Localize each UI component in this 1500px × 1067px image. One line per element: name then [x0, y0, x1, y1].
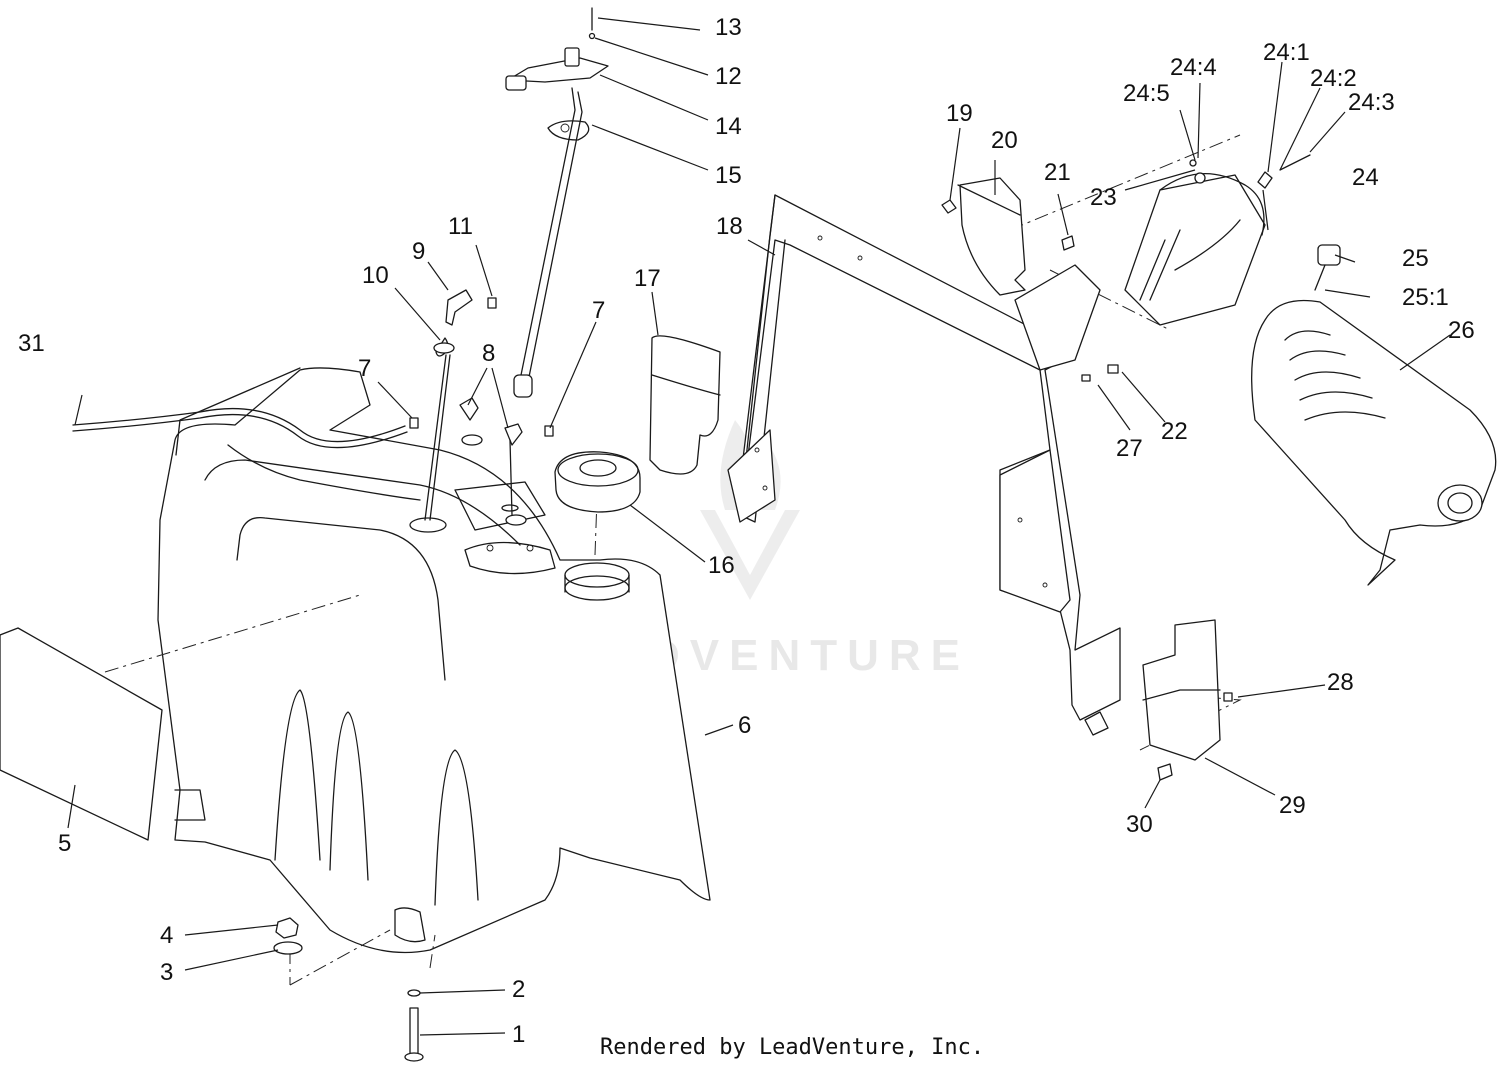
- decal: [0, 627, 163, 841]
- callout-24-2: 24:2: [1310, 65, 1357, 92]
- callout-18: 18: [716, 213, 743, 240]
- callout-24-1: 24:1: [1263, 39, 1310, 66]
- fittings: [409, 289, 554, 526]
- callout-31: 31: [18, 330, 45, 357]
- air-cleaner-mount: [1124, 159, 1266, 326]
- callout-21: 21: [1044, 159, 1071, 186]
- credit-text: Rendered by LeadVenture, Inc.: [600, 1035, 984, 1060]
- callout-22: 22: [1161, 418, 1188, 445]
- bracket: [959, 177, 1026, 296]
- callout-26: 26: [1448, 317, 1475, 344]
- fuel-tank: [157, 367, 711, 954]
- callout-2: 2: [512, 976, 525, 1003]
- callout-8: 8: [482, 340, 495, 367]
- callout-7b: 7: [592, 297, 605, 324]
- callout-13: 13: [715, 14, 742, 41]
- callout-20: 20: [991, 127, 1018, 154]
- callout-24: 24: [1352, 164, 1379, 191]
- callout-11: 11: [448, 213, 473, 240]
- callouts: 1 2 3 4 5 6 7 7 8 9 10 11 12 13 14 15 16…: [18, 14, 1475, 1048]
- callout-17: 17: [634, 265, 661, 292]
- callout-30: 30: [1126, 811, 1153, 838]
- callout-16: 16: [708, 552, 735, 579]
- callout-9: 9: [412, 238, 425, 265]
- callout-3: 3: [160, 959, 173, 986]
- callout-28: 28: [1327, 669, 1354, 696]
- callout-19: 19: [946, 100, 973, 127]
- callout-5: 5: [58, 830, 71, 857]
- callout-14: 14: [715, 113, 742, 140]
- callout-23: 23: [1090, 184, 1117, 211]
- callout-10: 10: [362, 262, 389, 289]
- callout-27: 27: [1116, 435, 1143, 462]
- heat-shield-left: [649, 335, 721, 475]
- fuel-hose: [72, 407, 406, 443]
- callout-29: 29: [1279, 792, 1306, 819]
- callout-15: 15: [715, 162, 742, 189]
- callout-6: 6: [738, 712, 751, 739]
- callout-25: 25: [1402, 245, 1429, 272]
- callout-1: 1: [512, 1021, 525, 1048]
- frame: [727, 194, 1121, 736]
- fuel-cap: [554, 451, 641, 513]
- air-cleaner: [1251, 244, 1497, 586]
- callout-4: 4: [160, 922, 173, 949]
- callout-25-1: 25:1: [1402, 284, 1449, 311]
- callout-7a: 7: [358, 355, 371, 382]
- callout-24-3: 24:3: [1348, 89, 1395, 116]
- callout-12: 12: [715, 63, 742, 90]
- callout-24-5: 24:5: [1123, 80, 1170, 107]
- tank-hardware: [273, 917, 424, 1062]
- callout-24-4: 24:4: [1170, 54, 1217, 81]
- leader-lines: [67, 17, 1451, 1036]
- fuel-sender: [505, 7, 609, 398]
